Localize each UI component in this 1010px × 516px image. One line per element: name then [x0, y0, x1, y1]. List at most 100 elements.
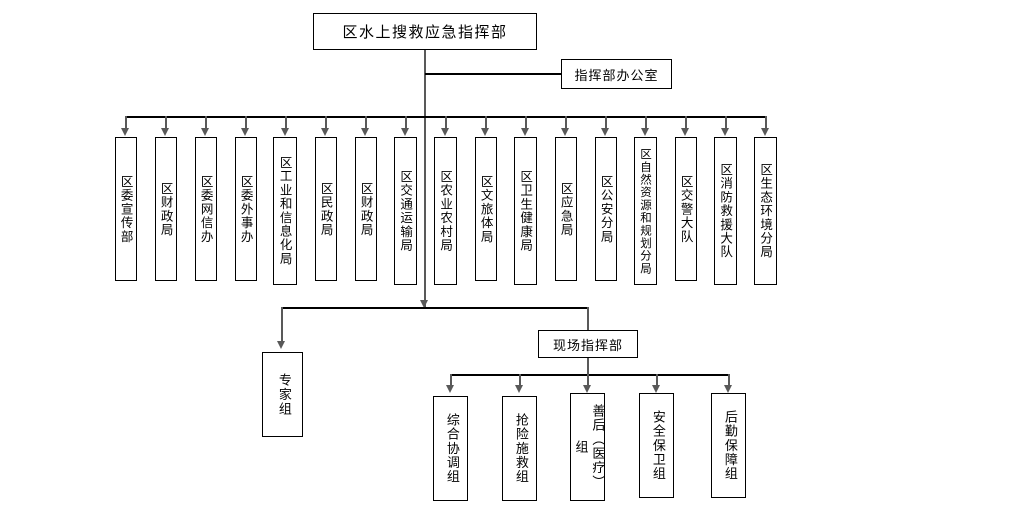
connector-member-arrow [721, 128, 729, 136]
connector-office-horizontal [425, 73, 561, 75]
connector-trunk-arrow [420, 300, 428, 308]
node-member-unit-label: 区公安分局 [598, 174, 614, 244]
node-member-unit-label: 区应急局 [558, 181, 574, 237]
node-member-unit-label: 区自然资源和规划分局 [638, 147, 653, 275]
node-member-unit[interactable]: 区财政局 [355, 137, 377, 281]
node-work-group-label: 善后（医疗）组 [572, 404, 605, 490]
connector-lower-bus [282, 307, 589, 309]
connector-workgroup-arrow [724, 385, 732, 393]
connector-member-drop [205, 116, 207, 131]
connector-member-arrow [481, 128, 489, 136]
node-member-unit-label: 区生态环境分局 [758, 163, 774, 259]
connector-member-arrow [561, 128, 569, 136]
node-member-unit[interactable]: 区委外事办 [235, 137, 257, 281]
connector-member-drop [605, 116, 607, 131]
node-work-group[interactable]: 综合协调组 [433, 396, 468, 501]
connector-member-drop [365, 116, 367, 131]
node-member-unit[interactable]: 区民政局 [315, 137, 337, 281]
connector-member-drop [565, 116, 567, 131]
node-member-unit[interactable]: 区生态环境分局 [754, 137, 777, 285]
node-work-group-label: 抢险施救组 [512, 413, 528, 484]
connector-workgroup-drop [656, 374, 658, 387]
connector-member-drop [245, 116, 247, 131]
connector-member-drop [325, 116, 327, 131]
connector-member-drop [725, 116, 727, 131]
connector-member-drop [165, 116, 167, 131]
node-member-unit[interactable]: 区应急局 [555, 137, 577, 281]
node-member-unit[interactable]: 区财政局 [155, 137, 177, 281]
node-member-unit-label: 区文旅体局 [478, 174, 494, 244]
node-expert-group[interactable]: 专家组 [262, 352, 303, 437]
connector-workgroup-arrow [652, 385, 660, 393]
node-member-unit-label: 区农业农村局 [438, 169, 454, 253]
connector-workgroup-drop [519, 374, 521, 387]
node-member-unit-label: 区委外事办 [238, 174, 254, 244]
connector-member-drop [765, 116, 767, 131]
node-member-unit[interactable]: 区农业农村局 [434, 137, 457, 285]
connector-member-arrow [321, 128, 329, 136]
connector-member-drop [125, 116, 127, 131]
node-member-unit[interactable]: 区自然资源和规划分局 [634, 137, 657, 285]
node-work-group-label: 安全保卫组 [649, 410, 665, 481]
node-work-group[interactable]: 抢险施救组 [502, 396, 537, 501]
node-command-office-label: 指挥部办公室 [574, 68, 659, 84]
connector-member-drop [285, 116, 287, 131]
node-work-group-label: 后勤保障组 [721, 410, 737, 481]
connector-member-drop [445, 116, 447, 131]
connector-member-arrow [761, 128, 769, 136]
connector-workgroup-drop [728, 374, 730, 387]
node-site-command-label: 现场指挥部 [552, 338, 623, 354]
connector-member-arrow [161, 128, 169, 136]
connector-member-arrow [201, 128, 209, 136]
node-work-group-label: 综合协调组 [443, 413, 459, 484]
connector-expert-arrow [277, 341, 285, 349]
node-member-unit[interactable]: 区文旅体局 [475, 137, 497, 281]
node-member-unit-label: 区民政局 [318, 181, 334, 237]
connector-member-arrow [681, 128, 689, 136]
connector-workgroup-drop [587, 374, 589, 387]
node-member-unit-label: 区工业和信息化局 [277, 156, 293, 266]
connector-workgroups-bus [450, 374, 729, 376]
node-main-command-label: 区水上搜救应急指挥部 [342, 23, 508, 41]
connector-member-arrow [521, 128, 529, 136]
node-member-unit[interactable]: 区委网信办 [195, 137, 217, 281]
connector-trunk-vertical [424, 50, 426, 307]
node-command-office[interactable]: 指挥部办公室 [561, 59, 672, 89]
connector-member-arrow [281, 128, 289, 136]
node-site-command[interactable]: 现场指挥部 [538, 330, 638, 358]
node-member-unit-label: 区交警大队 [678, 174, 694, 244]
connector-member-drop [685, 116, 687, 131]
node-work-group[interactable]: 善后（医疗）组 [570, 393, 605, 501]
node-member-unit[interactable]: 区卫生健康局 [514, 137, 537, 285]
node-member-unit-label: 区财政局 [158, 181, 174, 237]
connector-site-command-stem [587, 358, 589, 375]
node-member-unit-label: 区委宣传部 [118, 174, 134, 244]
connector-workgroup-arrow [515, 385, 523, 393]
connector-site-command-drop [587, 307, 589, 331]
connector-member-arrow [601, 128, 609, 136]
node-member-unit[interactable]: 区交警大队 [675, 137, 697, 281]
node-member-unit-label: 区交通运输局 [398, 169, 414, 253]
node-work-group[interactable]: 后勤保障组 [711, 393, 746, 498]
connector-member-arrow [401, 128, 409, 136]
node-member-unit[interactable]: 区委宣传部 [115, 137, 137, 281]
connector-member-drop [525, 116, 527, 131]
node-member-unit-label: 区委网信办 [198, 174, 214, 244]
connector-member-drop [485, 116, 487, 131]
node-member-unit[interactable]: 区消防救援大队 [714, 137, 737, 285]
node-member-unit[interactable]: 区工业和信息化局 [273, 137, 297, 285]
connector-workgroup-arrow [583, 385, 591, 393]
connector-member-drop [405, 116, 407, 131]
node-member-unit-label: 区卫生健康局 [518, 169, 534, 253]
connector-workgroup-arrow [446, 385, 454, 393]
node-member-unit[interactable]: 区公安分局 [595, 137, 617, 281]
connector-workgroup-drop [450, 374, 452, 387]
node-member-unit[interactable]: 区交通运输局 [394, 137, 417, 285]
connector-member-arrow [441, 128, 449, 136]
connector-member-arrow [361, 128, 369, 136]
connector-member-drop [645, 116, 647, 131]
node-work-group[interactable]: 安全保卫组 [639, 393, 674, 498]
connector-member-arrow [241, 128, 249, 136]
node-main-command[interactable]: 区水上搜救应急指挥部 [313, 13, 537, 50]
